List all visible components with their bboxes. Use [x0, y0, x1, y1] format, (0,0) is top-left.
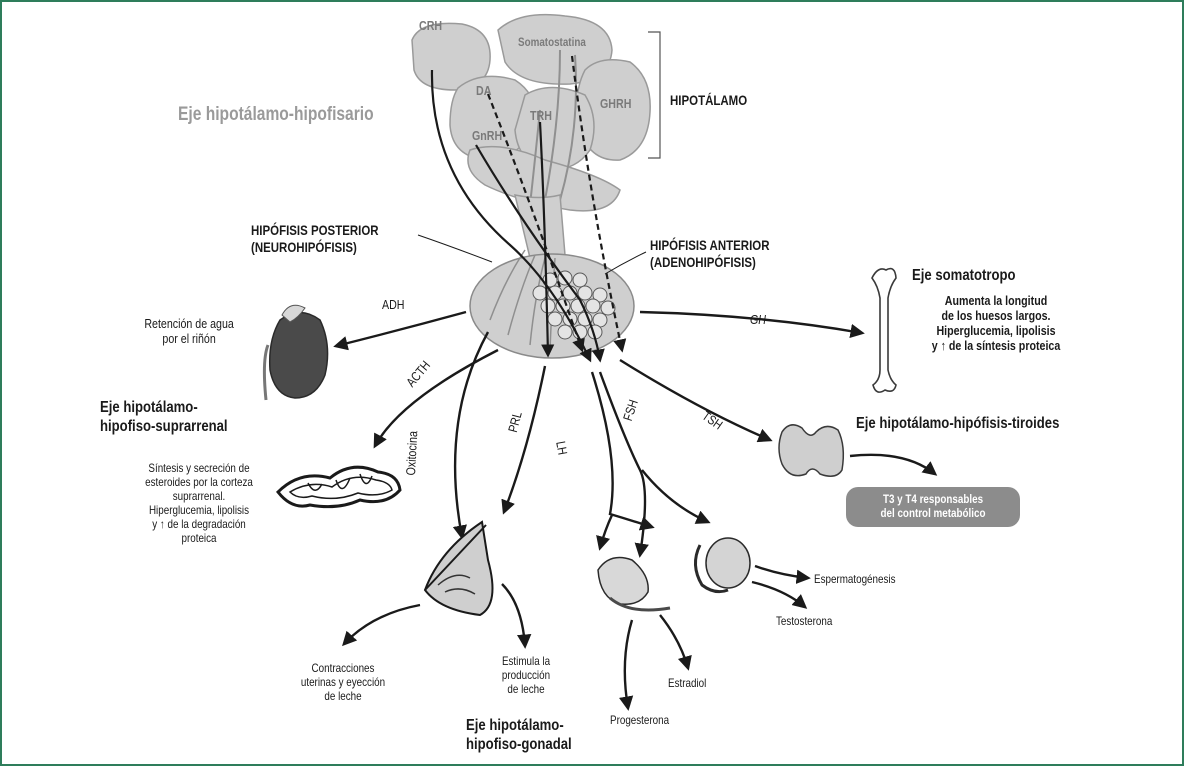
progesterona-text: Progesterona — [610, 713, 669, 727]
kidney-illustration — [264, 305, 327, 400]
crh-label: CRH — [419, 18, 442, 33]
kidney-effect-text: Retención de agua por el riñón — [144, 316, 234, 346]
uterine-effect-text: Contracciones uterinas y eyección de lec… — [290, 661, 397, 703]
trh-label: TRH — [530, 108, 552, 123]
adh-arrow — [336, 312, 466, 346]
thyroid-box-text: T3 y T4 responsables del control metaból… — [862, 492, 1005, 520]
gonadal-axis-label: Eje hipotálamo- hipofiso-gonadal — [466, 716, 572, 754]
gh-label: GH — [750, 312, 766, 327]
pituitary-stalk — [515, 195, 565, 259]
ghrh-label: GHRH — [600, 96, 631, 111]
hypothalamus-label: HIPOTÁLAMO — [670, 92, 747, 109]
bone-effect-text: Aumenta la longitud de los huesos largos… — [914, 293, 1078, 353]
ovary-illustration — [598, 558, 670, 611]
somatotropo-axis-label: Eje somatotropo — [912, 266, 1016, 285]
adrenal-illustration — [278, 467, 400, 506]
tsh-arrow — [620, 360, 770, 440]
thyroid-illustration — [779, 425, 843, 476]
adh-label: ADH — [382, 297, 405, 312]
anterior-pituitary-label: HIPÓFISIS ANTERIOR (ADENOHIPÓFISIS) — [650, 237, 769, 271]
estradiol-arrow — [660, 615, 688, 668]
breast-illustration — [425, 522, 493, 615]
uterine-arrow — [344, 605, 420, 644]
milk-arrow — [502, 584, 525, 646]
tiroides-axis-label: Eje hipotálamo-hipófisis-tiroides — [856, 414, 1059, 433]
bone-illustration — [872, 269, 896, 393]
espermatogenesis-text: Espermatogénesis — [814, 572, 896, 586]
estradiol-text: Estradiol — [668, 676, 706, 690]
da-label: DA — [476, 83, 491, 98]
milk-effect-text: Estimula la producción de leche — [485, 654, 567, 696]
lh-label: LH — [553, 440, 570, 456]
adrenal-effect-text: Síntesis y secreción de esteroides por l… — [121, 461, 277, 545]
lh-arrow — [592, 372, 652, 527]
acth-arrow — [375, 350, 498, 446]
gnrh-label: GnRH — [472, 128, 502, 143]
fsh-branch-arrow — [642, 470, 708, 522]
thyroid-out-arrow — [850, 455, 935, 474]
posterior-pituitary-label: HIPÓFISIS POSTERIOR (NEUROHIPÓFISIS) — [251, 222, 379, 256]
somatostatina-label: Somatostatina — [518, 35, 586, 49]
testosterona-text: Testosterona — [776, 614, 832, 628]
testosterona-arrow — [752, 582, 805, 607]
suprarrenal-axis-label: Eje hipotálamo- hipofiso-suprarrenal — [100, 398, 228, 436]
diagram-title: Eje hipotálamo-hipofisario — [178, 104, 374, 126]
progesterona-arrow — [625, 620, 632, 708]
oxitocina-label: Oxitocina — [403, 431, 420, 476]
testis-illustration — [695, 538, 750, 592]
lh-branch-arrow — [600, 515, 612, 548]
oxitocina-arrow — [455, 332, 488, 537]
prl-arrow — [504, 366, 545, 512]
espermato-arrow — [755, 566, 808, 578]
